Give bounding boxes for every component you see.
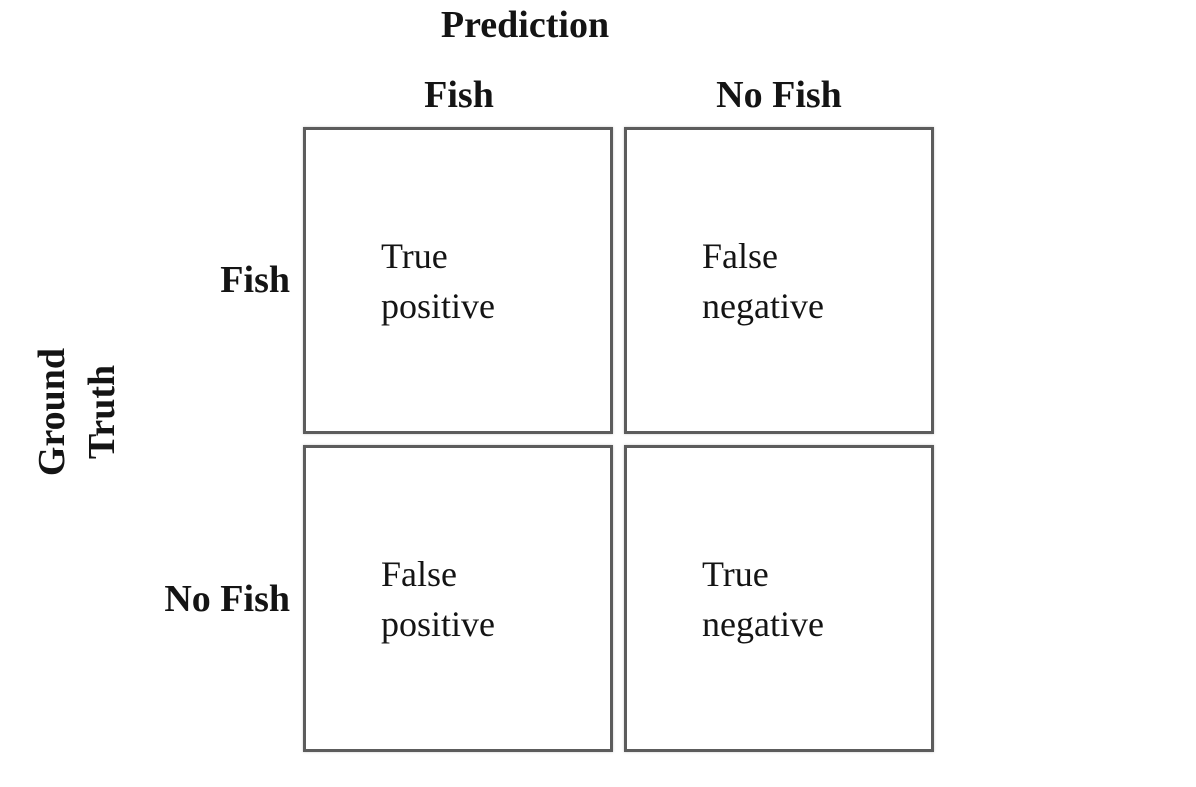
cell-true-positive-line1: True	[381, 235, 448, 276]
cell-true-negative: True negative	[624, 445, 934, 752]
cell-false-positive-line1: False	[381, 553, 457, 594]
cell-false-negative: False negative	[624, 127, 934, 434]
cell-false-positive: False positive	[303, 445, 613, 752]
cell-true-negative-label: True negative	[627, 549, 824, 649]
cell-true-negative-line2: negative	[702, 603, 824, 644]
cell-false-positive-label: False positive	[306, 549, 495, 649]
cell-false-negative-line2: negative	[702, 285, 824, 326]
row-header-fish: Fish	[220, 259, 290, 301]
cell-true-positive: True positive	[303, 127, 613, 434]
cell-false-negative-line1: False	[702, 235, 778, 276]
cell-false-negative-label: False negative	[627, 231, 824, 331]
ground-truth-axis-title: Ground Truth	[27, 348, 127, 476]
cell-true-positive-line2: positive	[381, 285, 495, 326]
ground-truth-axis-line1: Ground	[31, 347, 73, 477]
cell-true-negative-line1: True	[702, 553, 769, 594]
column-header-no-fish: No Fish	[716, 74, 842, 116]
cell-false-positive-line2: positive	[381, 603, 495, 644]
ground-truth-axis-line2: Truth	[81, 364, 123, 460]
prediction-axis-title: Prediction	[440, 4, 610, 46]
row-header-no-fish: No Fish	[164, 578, 290, 620]
column-header-fish: Fish	[424, 74, 494, 116]
cell-true-positive-label: True positive	[306, 231, 495, 331]
